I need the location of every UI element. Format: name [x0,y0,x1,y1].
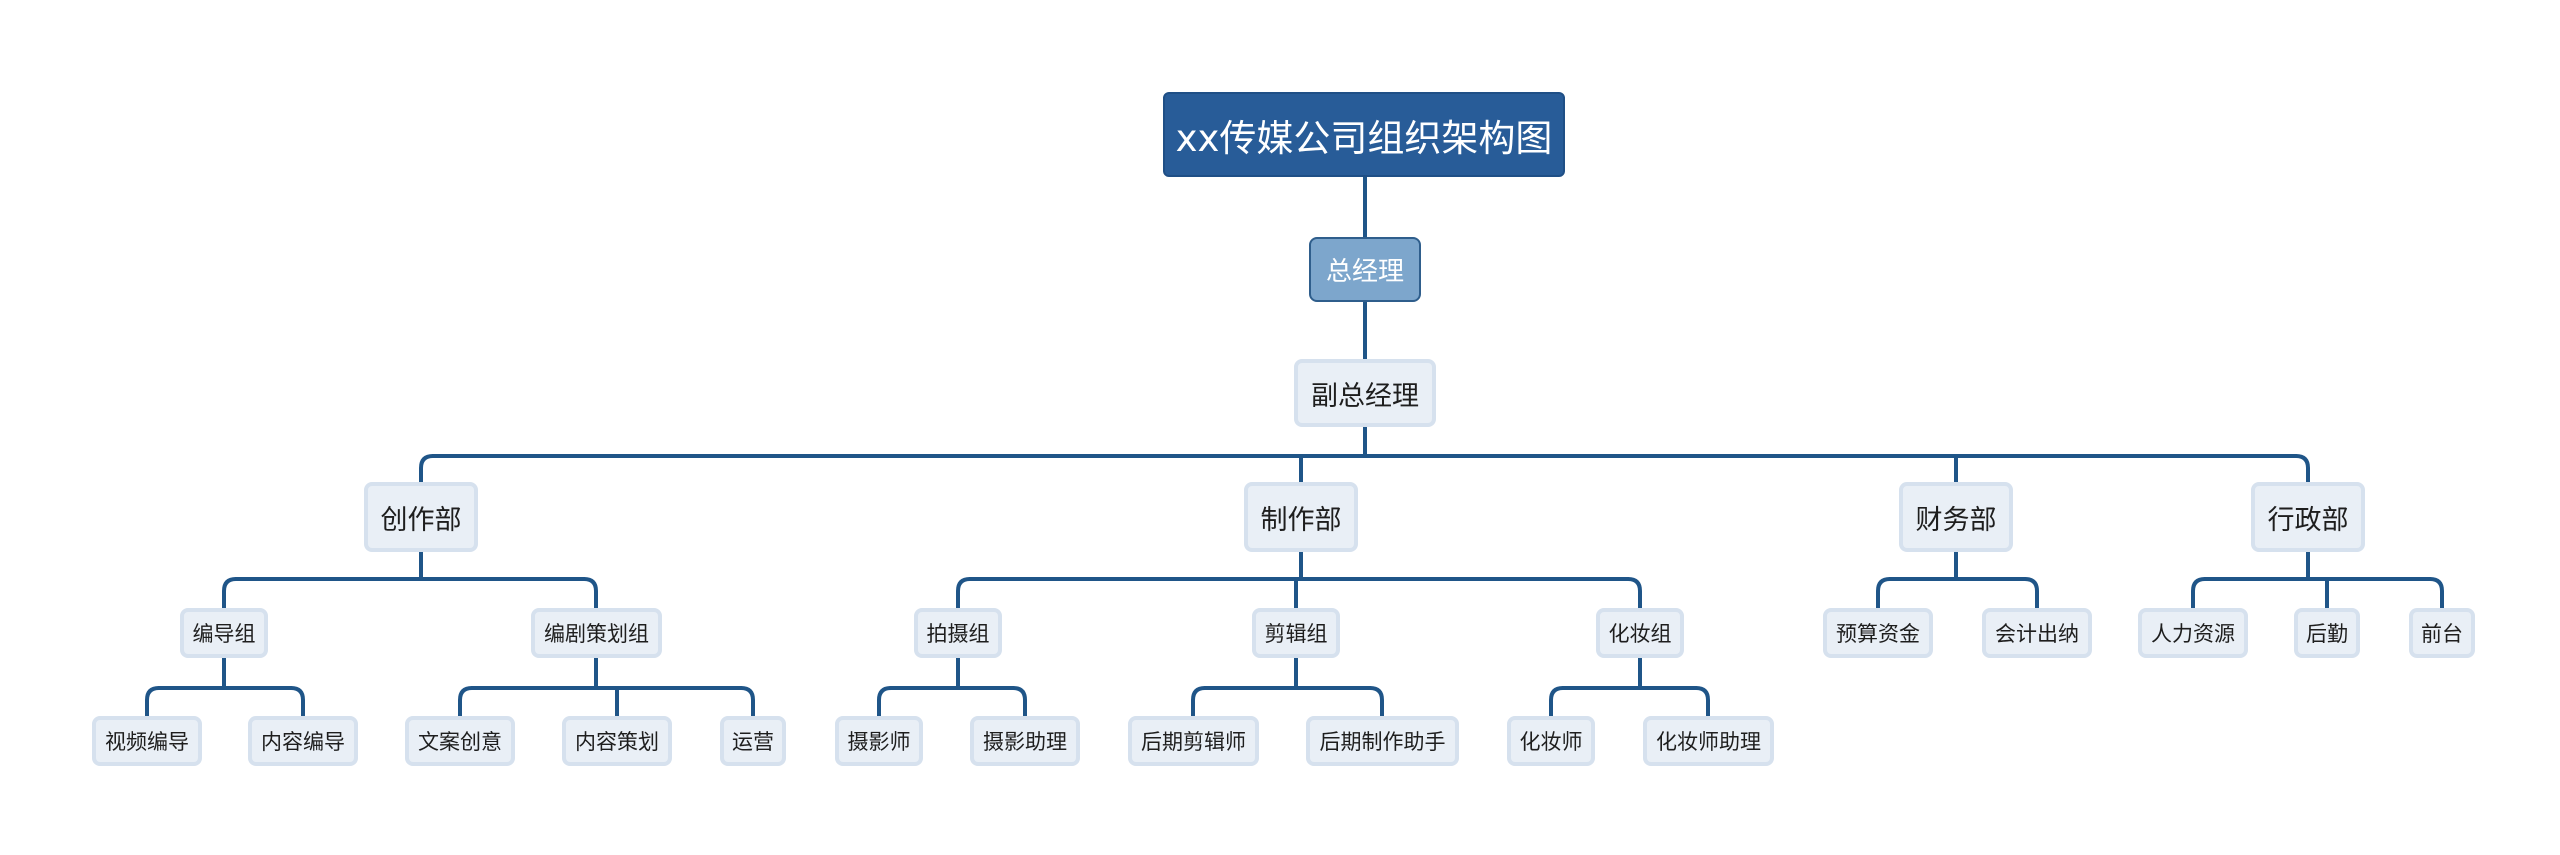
connector-bianJu-roles-drop [458,686,474,718]
chart-title-label: xx传媒公司组织架构图 [1175,116,1553,160]
role-node: 后期剪辑师 [1128,716,1259,766]
dept-admin: 行政部 [2251,482,2365,552]
role-node: 摄影助理 [970,716,1080,766]
connector-finance-groups-drop [2023,577,2039,610]
group-label: 剪辑组 [1264,622,1328,646]
deputy-manager-label: 副总经理 [1311,380,1419,412]
group-node: 编导组 [180,608,268,658]
group-label: 预算资金 [1836,622,1920,646]
connector-bianJu-roles-drop [739,686,755,718]
role-node: 内容策划 [562,716,672,766]
group-node: 人力资源 [2138,608,2248,658]
role-label: 摄影师 [847,730,911,754]
dept-label: 财务部 [1915,504,1997,536]
chart-title: xx传媒公司组织架构图 [1163,92,1565,177]
connector-makeup-roles-drop [1694,686,1710,718]
connector-deputy-depts-drop [2294,454,2310,484]
group-node: 后勤 [2294,608,2360,658]
role-node: 化妆师 [1507,716,1595,766]
group-label: 拍摄组 [926,622,990,646]
role-label: 摄影助理 [983,730,1067,754]
dept-production: 制作部 [1244,482,1358,552]
connector-editing-roles-drop [1368,686,1384,718]
group-node: 剪辑组 [1252,608,1340,658]
role-label: 内容编导 [261,730,345,754]
connector-creative-groups-drop [222,577,238,610]
role-label: 后期剪辑师 [1141,730,1246,754]
role-label: 文案创意 [418,730,502,754]
connector-creative-groups-drop [582,577,598,610]
role-label: 化妆师 [1519,730,1583,754]
role-node: 文案创意 [405,716,515,766]
deputy-manager-node: 副总经理 [1294,359,1436,427]
role-label: 内容策划 [575,730,659,754]
connector-production-groups-drop [1626,577,1642,610]
role-label: 后期制作助手 [1319,730,1446,754]
role-label: 视频编导 [105,730,189,754]
role-node: 后期制作助手 [1306,716,1459,766]
role-node: 视频编导 [92,716,202,766]
general-manager-label: 总经理 [1325,257,1404,287]
connector-production-groups-drop [956,577,972,610]
group-node: 预算资金 [1823,608,1933,658]
general-manager-node: 总经理 [1309,237,1421,302]
connector-bianDao-roles-drop [145,686,161,718]
connector-deputy-depts-drop [419,454,435,484]
group-node: 会计出纳 [1982,608,2092,658]
connector-editing-roles-drop [1191,686,1207,718]
connector-admin-groups-drop [2191,577,2207,610]
dept-label: 行政部 [2267,504,2349,536]
group-node: 编剧策划组 [531,608,662,658]
group-label: 编导组 [192,622,256,646]
group-node: 拍摄组 [914,608,1002,658]
group-label: 人力资源 [2151,622,2235,646]
group-label: 后勤 [2306,622,2348,646]
group-node: 化妆组 [1596,608,1684,658]
dept-finance: 财务部 [1899,482,2013,552]
role-label: 运营 [732,730,774,754]
connector-shooting-roles-drop [1011,686,1027,718]
role-label: 化妆师助理 [1656,730,1761,754]
connector-makeup-roles-drop [1549,686,1565,718]
group-label: 前台 [2421,622,2463,646]
connector-admin-groups-drop [2428,577,2444,610]
dept-creative: 创作部 [364,482,478,552]
group-label: 化妆组 [1608,622,1672,646]
group-label: 会计出纳 [1995,622,2079,646]
group-label: 编剧策划组 [544,622,649,646]
role-node: 摄影师 [835,716,923,766]
role-node: 化妆师助理 [1643,716,1774,766]
role-node: 运营 [720,716,786,766]
role-node: 内容编导 [248,716,358,766]
dept-label: 制作部 [1260,504,1342,536]
group-node: 前台 [2409,608,2475,658]
dept-label: 创作部 [380,504,462,536]
connector-finance-groups-drop [1876,577,1892,610]
connector-shooting-roles-drop [877,686,893,718]
connector-bianDao-roles-drop [289,686,305,718]
